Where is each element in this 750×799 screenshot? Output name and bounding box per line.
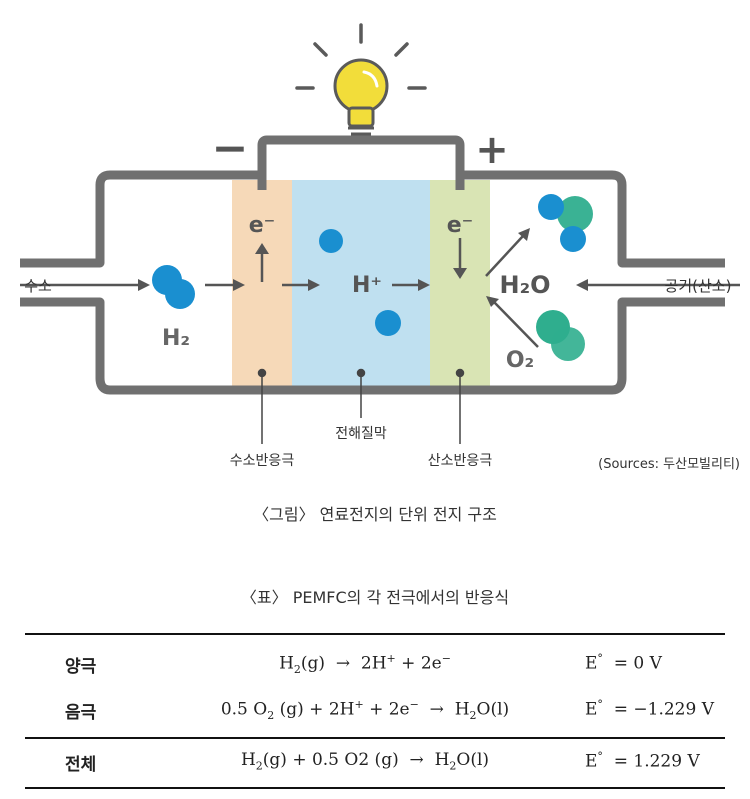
source-credit: (Sources: 두산모빌리티) <box>598 457 740 472</box>
row-equation: H2(g) + 0.5 O2 (g) → H2O(l) <box>240 750 490 773</box>
table-top-rule <box>25 633 725 635</box>
proton-label: H⁺ <box>352 273 382 298</box>
pointer-lines <box>257 368 465 444</box>
row-potential: E° = −1.229 V <box>585 698 714 720</box>
table-middle-rule <box>25 737 725 739</box>
row-equation: H2(g) → 2H+ + 2e− <box>279 652 451 677</box>
cathode-layer <box>430 180 490 390</box>
figure-caption: 〈그림〉 연료전지의 단위 전지 구조 <box>253 505 497 524</box>
table-row: 양극 H2(g) → 2H+ + 2e− E° = 0 V <box>25 640 725 686</box>
cathode-label: 산소반응극 <box>428 453 493 469</box>
table-title: 〈표〉 PEMFC의 각 전극에서의 반응식 <box>240 588 510 607</box>
o2-label: O₂ <box>506 348 534 373</box>
air-input-label: 공기(산소) <box>665 277 732 295</box>
h2-molecule-icon <box>152 265 195 309</box>
row-label: 양극 <box>65 657 97 677</box>
proton-ball-top <box>319 229 343 253</box>
row-label: 음극 <box>65 703 97 723</box>
light-bulb-icon <box>333 58 389 136</box>
electron-label-left: e⁻ <box>249 213 276 238</box>
fuel-cell-diagram: − + e⁻ e⁻ H₂ H⁺ H₂O O₂ 수소 공기(산소) <box>20 23 740 472</box>
row-equation: 0.5 O2 (g) + 2H+ + 2e− → H2O(l) <box>220 698 510 723</box>
proton-ball-bottom <box>375 310 401 336</box>
row-label: 전체 <box>65 755 97 775</box>
h2o-molecule-icon <box>538 194 593 252</box>
flow-arrows <box>20 228 740 348</box>
anode-label: 수소반응극 <box>230 453 295 469</box>
light-rays-icon <box>295 23 427 90</box>
table-bottom-rule <box>25 787 725 789</box>
minus-sign: − <box>212 123 249 174</box>
table-row: 전체 H2(g) + 0.5 O2 (g) → H2O(l) E° = 1.22… <box>25 738 725 784</box>
table-row: 음극 0.5 O2 (g) + 2H+ + 2e− → H2O(l) E° = … <box>25 686 725 732</box>
h2o-label: H₂O <box>500 271 551 299</box>
electron-label-right: e⁻ <box>447 213 474 238</box>
h2-label: H₂ <box>162 326 190 351</box>
o2-molecule-icon <box>536 310 585 361</box>
hydrogen-input-label: 수소 <box>24 277 52 295</box>
row-potential: E° = 1.229 V <box>585 750 700 772</box>
membrane-label: 전해질막 <box>335 426 387 442</box>
plus-sign: + <box>475 127 509 173</box>
row-potential: E° = 0 V <box>585 652 662 674</box>
